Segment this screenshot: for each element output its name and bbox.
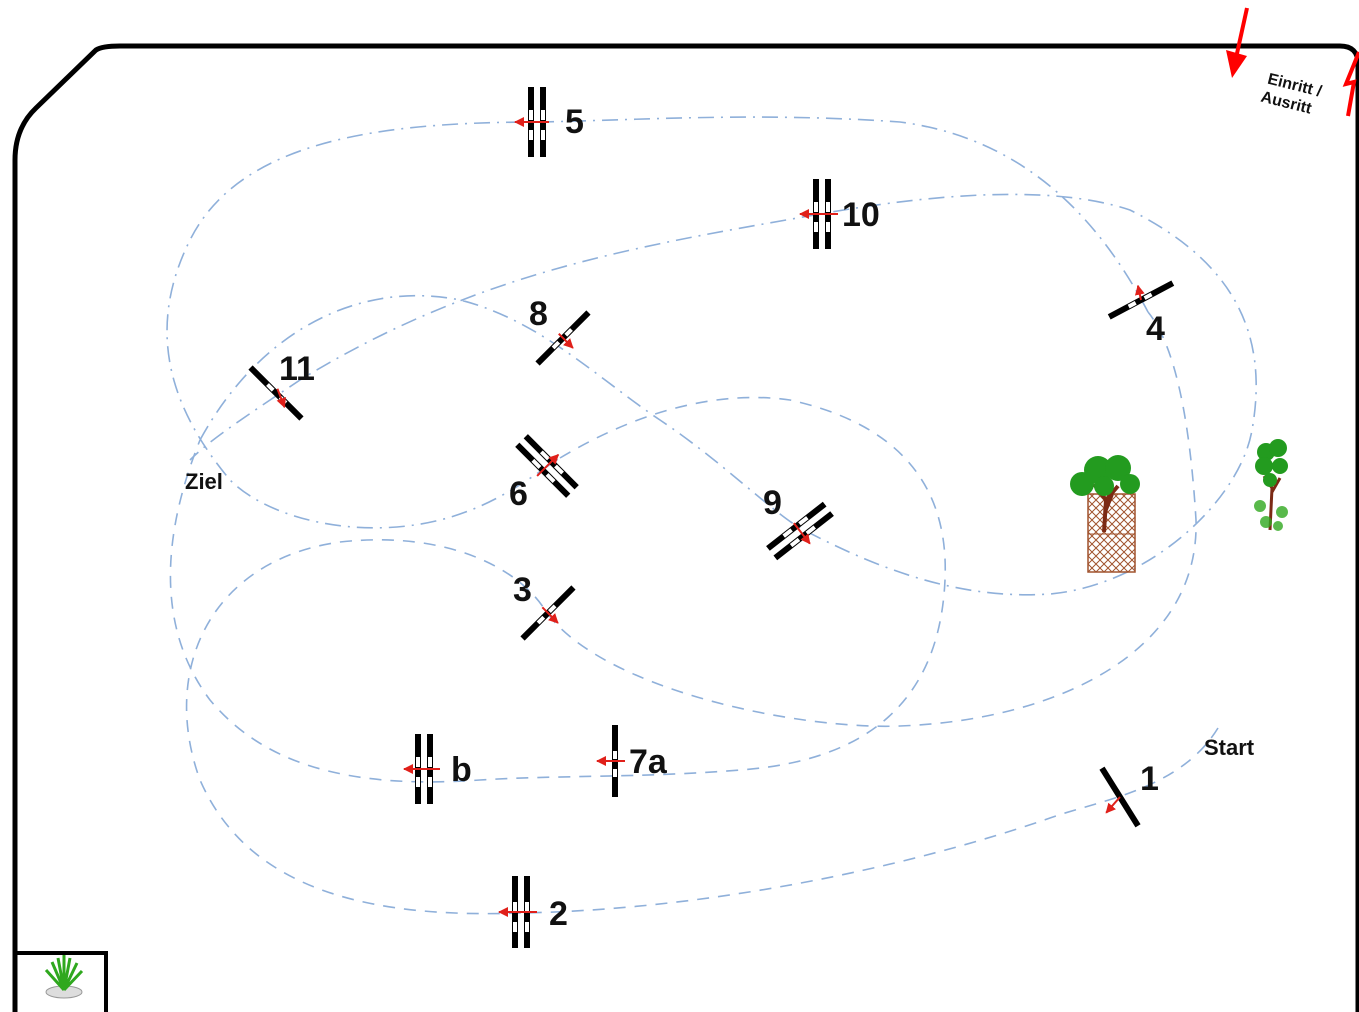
obstacle-label-7a: 7a [629, 743, 668, 781]
obstacle-2 [498, 876, 537, 948]
obstacle-label-4: 4 [1146, 310, 1165, 348]
obstacle-label-3: 3 [513, 571, 532, 609]
obstacle-6 [515, 434, 579, 498]
obstacle-label-b: b [451, 751, 472, 789]
obstacle-label-2: 2 [549, 895, 568, 933]
obstacle-b [403, 734, 440, 804]
obstacle-11 [248, 365, 304, 421]
obstacle-1 [1099, 766, 1141, 828]
obstacle-label-8: 8 [529, 295, 548, 333]
obstacle-5 [514, 87, 549, 157]
obstacle-10 [799, 179, 838, 249]
finish-label: Ziel [185, 469, 223, 494]
obstacle-9 [766, 501, 834, 561]
obstacle-label-5: 5 [565, 103, 584, 141]
obstacle-label-9: 9 [763, 484, 782, 522]
obstacle-label-11: 11 [279, 350, 315, 388]
obstacle-label-10: 10 [842, 196, 880, 234]
start-label: Start [1204, 735, 1255, 760]
obstacle-8 [535, 310, 591, 366]
plant-pot-icon [44, 955, 84, 999]
plant-corner-box [15, 951, 108, 1012]
obstacle-label-1: 1 [1140, 760, 1159, 798]
entrance-arrows [1226, 7, 1359, 117]
obstacles: 1 2 3 4 5 [248, 87, 1175, 948]
obstacle-7a [596, 725, 625, 797]
tree-icon [1254, 439, 1288, 531]
arena-border [12, 43, 1359, 1012]
obstacle-3 [520, 585, 576, 641]
obstacle-4 [1107, 280, 1175, 320]
obstacle-label-6: 6 [509, 475, 528, 513]
tree-hedge-icon [1070, 455, 1140, 573]
